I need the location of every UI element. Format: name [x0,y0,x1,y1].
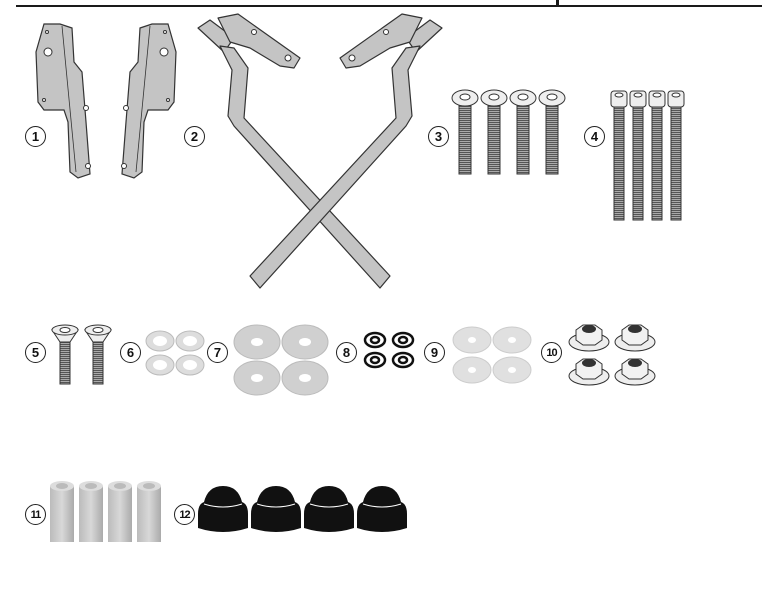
button-head-bolts-icon [451,89,566,175]
medium-washers-icon [452,326,532,384]
flange-nuts-icon [568,324,656,386]
large-washers-icon [233,324,329,396]
header-rule-tick [556,0,559,6]
part-number-3: 3 [428,126,449,147]
small-washers-icon [145,330,205,376]
header-rule [16,5,762,7]
part-number-10: 10 [541,342,562,363]
part-number-9: 9 [424,342,445,363]
part-number-11: 11 [25,504,46,525]
black-caps-icon [198,485,408,533]
x-frame-icon [197,13,443,289]
spring-washers-icon [363,331,415,369]
long-socket-bolts-icon [610,90,685,221]
part-number-1: 1 [25,126,46,147]
countersunk-screws-icon [51,324,112,385]
part-number-12: 12 [174,504,195,525]
part-number-7: 7 [207,342,228,363]
part-number-5: 5 [25,342,46,363]
part-number-2: 2 [184,126,205,147]
part-number-6: 6 [120,342,141,363]
part-number-8: 8 [336,342,357,363]
bracket-plate-right-icon [121,23,177,179]
spacer-tubes-icon [50,481,161,542]
bracket-plate-left-icon [35,23,91,179]
part-number-4: 4 [584,126,605,147]
